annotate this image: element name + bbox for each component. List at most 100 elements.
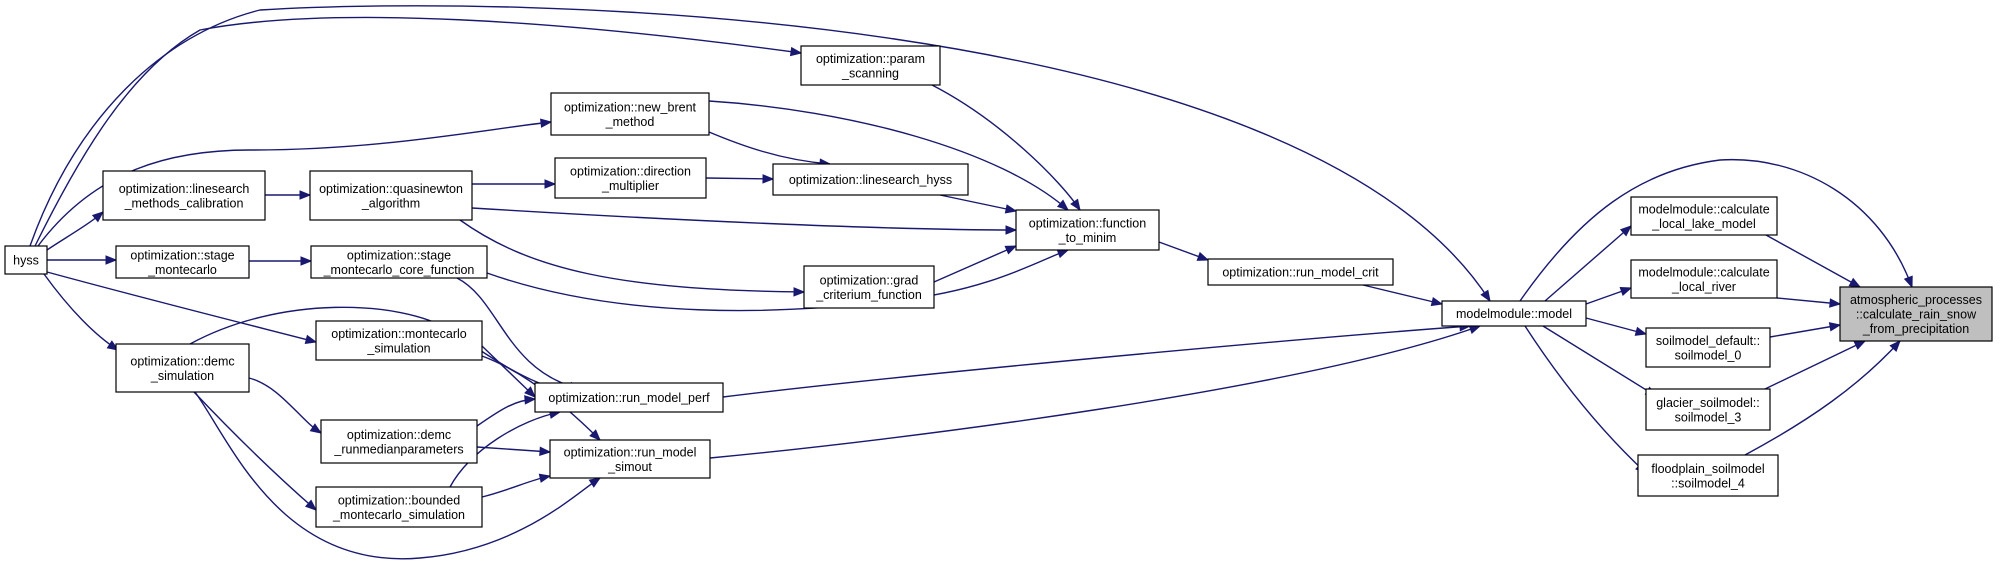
node-function-to-minim[interactable]: optimization::function_to_minim [1015, 209, 1160, 251]
edge-line [481, 345, 536, 398]
node-bounded-montecarlo-simulation[interactable]: optimization::bounded_montecarlo_simulat… [315, 486, 483, 528]
arrowhead [524, 386, 536, 398]
node-label-line: optimization::demc [130, 354, 234, 368]
arrowhead [304, 334, 318, 344]
node-stage-montecarlo[interactable]: optimization::stage_montecarlo [115, 245, 250, 279]
arrowhead [1056, 249, 1070, 259]
node-box [1630, 259, 1778, 299]
edge-new_brent_method-to-linesearch_hyss [708, 131, 832, 168]
arrowhead [105, 255, 118, 265]
edge-linesearch_hyss-to-function_to_minim [939, 194, 1018, 214]
node-demc-simulation[interactable]: optimization::demc_simulation [115, 343, 250, 393]
node-label-line: soilmodel_default:: [1656, 334, 1760, 348]
node-label-line: _simulation [366, 341, 430, 355]
node-soilmodel-3[interactable]: glacier_soilmodel::soilmodel_3 [1645, 388, 1771, 431]
node-label-line: optimization::new_brent [564, 100, 697, 114]
edge-model-to-soilmodel_0 [1585, 317, 1648, 336]
node-box [1207, 258, 1394, 286]
node-label-line: _multiplier [601, 179, 659, 193]
node-label-line: _methods_calibration [124, 196, 244, 210]
arrowhead [1848, 277, 1862, 288]
node-box [1441, 300, 1587, 327]
node-param-scanning[interactable]: optimization::param_scanning [800, 45, 941, 86]
node-box [115, 343, 250, 393]
edge-line [471, 207, 1017, 231]
node-run-model-crit[interactable]: optimization::run_model_crit [1207, 258, 1394, 286]
node-label-line: _to_minim [1058, 231, 1117, 245]
edge-demc_runmedianparameters-to-run_model_perf [476, 395, 537, 427]
node-stage-montecarlo-core-function[interactable]: optimization::stage_montecarlo_core_func… [310, 245, 488, 279]
node-linesearch-hyss[interactable]: optimization::linesearch_hyss [772, 163, 969, 196]
arrowhead [91, 211, 105, 223]
call-graph-nodes: hyss optimization::linesearch_methods_cal… [4, 45, 1993, 528]
edge-line [193, 391, 317, 511]
edge-model-to-calculate_local_lake_model [1544, 225, 1633, 302]
edge-calculate_local_lake_model-to-calculate_rain_snow_from_precipitation [1765, 234, 1862, 288]
node-label-line: optimization::demc [347, 428, 451, 442]
node-run-model-perf[interactable]: optimization::run_model_perf [534, 382, 724, 413]
node-label-line: ::calculate_rain_snow [1856, 308, 1977, 322]
node-label-line: glacier_soilmodel:: [1656, 396, 1760, 410]
edge-linesearch_methods_calibration-to-quasinewton_algorithm [265, 190, 312, 200]
node-demc-runmedianparameters[interactable]: optimization::demc_runmedianparameters [320, 419, 478, 464]
node-label-line: optimization::linesearch_hyss [789, 173, 952, 187]
node-label-line: modelmodule::calculate [1638, 202, 1769, 216]
node-soilmodel-4[interactable]: floodplain_soilmodel::soilmodel_4 [1637, 454, 1779, 497]
edge-soilmodel_3-to-calculate_rain_snow_from_precipitation [1764, 340, 1867, 390]
arrowhead [304, 499, 318, 511]
arrowhead [793, 287, 806, 297]
node-model[interactable]: modelmodule::model [1441, 300, 1587, 327]
arrowhead [540, 118, 553, 128]
edge-line [29, 5, 1491, 302]
edge-line [481, 475, 551, 498]
node-new-brent-method[interactable]: optimization::new_brent_method [550, 92, 710, 136]
node-box [310, 245, 488, 279]
edge-grad_criterium_function-to-function_to_minim [933, 245, 1018, 283]
edge-line [486, 249, 1069, 312]
node-label-line: optimization::bounded [338, 493, 460, 507]
edge-hyss-to-montecarlo_simulation [46, 271, 318, 344]
edge-line [459, 219, 805, 293]
node-calculate-local-river[interactable]: modelmodule::calculate_local_river [1630, 259, 1778, 299]
node-soilmodel-0[interactable]: soilmodel_default::soilmodel_0 [1645, 327, 1771, 368]
node-quasinewton-algorithm[interactable]: optimization::quasinewton_algorithm [309, 170, 473, 221]
edge-function_to_minim-to-run_model_crit [1158, 241, 1210, 261]
arrowhead [589, 429, 601, 441]
node-label-line: modelmodule::calculate [1638, 265, 1769, 279]
node-label-line: _simout [607, 460, 652, 474]
node-label-line: _montecarlo_simulation [332, 508, 465, 522]
node-hyss[interactable]: hyss [4, 245, 48, 275]
node-linesearch-methods-calibration[interactable]: optimization::linesearch_methods_calibra… [102, 170, 266, 221]
node-box [1630, 196, 1778, 236]
node-calculate-rain-snow-from-precipitation[interactable]: atmospheric_processes::calculate_rain_sn… [1839, 286, 1993, 342]
node-box [309, 170, 473, 221]
edge-line [1524, 325, 1647, 474]
node-box [772, 163, 969, 196]
edge-model-to-calculate_rain_snow_from_precipitation [1519, 158, 1913, 302]
node-label-line: _local_lake_model [1651, 217, 1756, 231]
edge-direction_multiplier-to-linesearch_hyss [705, 174, 775, 184]
node-box [800, 45, 941, 86]
node-grad-criterium-function[interactable]: optimization::grad_criterium_function [803, 265, 935, 309]
edge-hyss-to-model [29, 5, 1491, 303]
edge-line [705, 177, 774, 180]
node-label-line: _criterium_function [815, 288, 922, 302]
arrowhead [309, 423, 323, 434]
edge-line [1765, 234, 1861, 288]
node-label-line: soilmodel_3 [1675, 410, 1742, 424]
arrowhead [762, 174, 775, 184]
edge-new_brent_method-to-function_to_minim [708, 100, 1070, 211]
arrowhead [1634, 326, 1648, 336]
node-label-line: atmospheric_processes [1850, 293, 1982, 307]
node-calculate-local-lake-model[interactable]: modelmodule::calculate_local_lake_model [1630, 196, 1778, 236]
edge-line [722, 325, 1471, 398]
node-run-model-simout[interactable]: optimization::run_model_simout [549, 439, 711, 479]
node-label-line: hyss [13, 254, 39, 268]
edge-hyss-to-param_scanning [34, 16, 803, 247]
edge-line [1769, 324, 1841, 338]
arrowhead [1056, 199, 1070, 211]
arrowhead [1853, 340, 1867, 350]
node-direction-multiplier[interactable]: optimization::direction_multiplier [554, 157, 707, 199]
arrowhead [1619, 287, 1633, 296]
node-montecarlo-simulation[interactable]: optimization::montecarlo_simulation [315, 320, 483, 361]
